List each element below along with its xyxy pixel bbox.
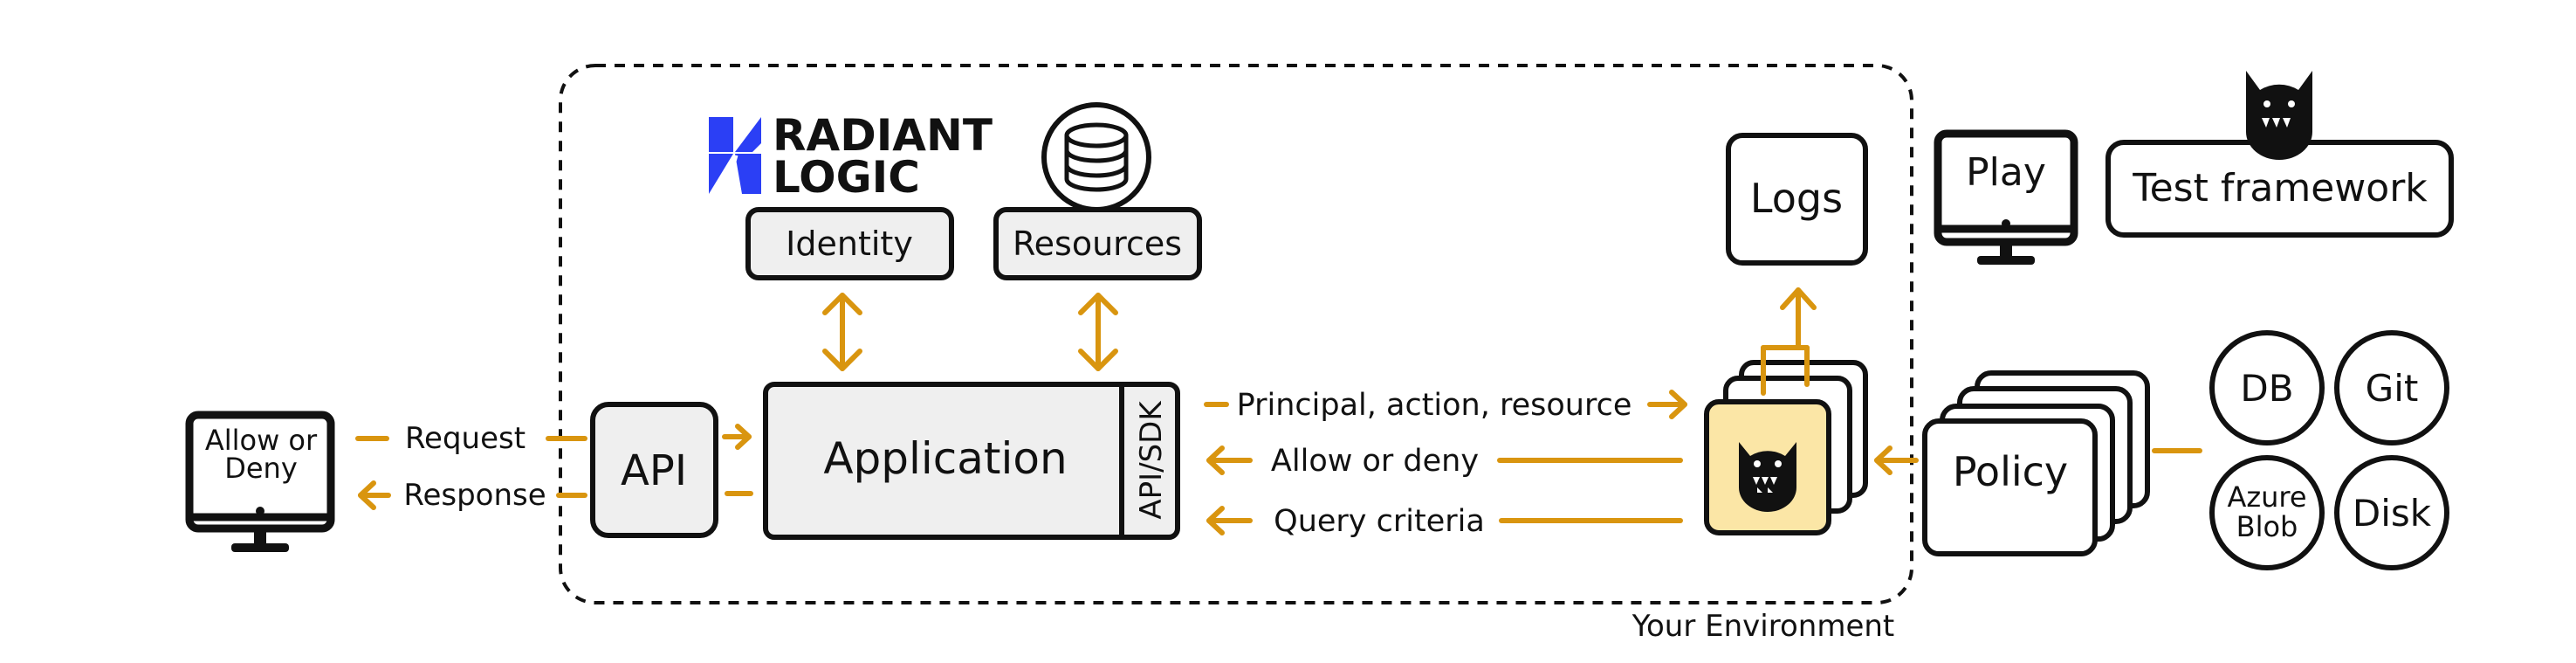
agent-stack <box>1704 360 1868 535</box>
svg-text:Logs: Logs <box>1750 175 1843 222</box>
radiant-logic-logo: RADIANT LOGIC <box>709 110 993 203</box>
svg-text:DB: DB <box>2240 367 2293 410</box>
git-node: Git <box>2334 330 2449 445</box>
svg-text:Disk: Disk <box>2353 492 2432 535</box>
client-line-1: Allow or <box>205 424 318 457</box>
application-box: Application API/SDK <box>763 382 1180 540</box>
monster-icon <box>2246 71 2312 160</box>
environment-boundary <box>559 64 1913 604</box>
policy-stack: Policy <box>1922 370 2150 556</box>
sdk-label: API/SDK <box>1134 400 1169 520</box>
resources-box: Resources <box>993 207 1202 280</box>
principal-edge: Principal, action, resource <box>1204 388 1687 423</box>
policy-agent-arrow <box>1874 445 1919 475</box>
disk-node: Disk <box>2334 455 2449 570</box>
azure-blob-node: Azure Blob <box>2209 455 2325 570</box>
identity-box: Identity <box>745 207 954 280</box>
svg-text:Policy: Policy <box>1953 448 2068 495</box>
agent-logs-arrow <box>1761 287 1817 396</box>
query-edge: Query criteria <box>1206 504 1683 539</box>
svg-text:Play: Play <box>1966 150 2046 195</box>
svg-text:Allow or deny: Allow or deny <box>1271 444 1479 479</box>
svg-text:Application: Application <box>823 433 1067 484</box>
svg-text:Request: Request <box>405 421 526 456</box>
api-app-arrows <box>722 424 753 496</box>
svg-text:Blob: Blob <box>2236 510 2298 543</box>
environment-label: Your Environment <box>1631 609 1895 644</box>
database-icon <box>1041 102 1151 212</box>
response-edge: Response <box>358 478 587 513</box>
svg-text:Git: Git <box>2366 367 2419 410</box>
svg-text:Query criteria: Query criteria <box>1274 504 1485 539</box>
play-monitor-icon: Play <box>1934 129 2078 265</box>
brand-line-2: LOGIC <box>773 152 920 203</box>
svg-text:API: API <box>621 446 687 495</box>
svg-text:Resources: Resources <box>1013 224 1182 263</box>
client-line-2: Deny <box>224 452 298 485</box>
svg-text:Test framework: Test framework <box>2132 166 2428 211</box>
api-box: API <box>590 402 718 538</box>
svg-text:Response: Response <box>403 478 546 513</box>
resources-app-arrow <box>1078 293 1118 371</box>
request-edge: Request <box>355 421 587 456</box>
svg-text:Azure: Azure <box>2227 480 2306 514</box>
brand-line-1: RADIANT <box>773 110 993 161</box>
client-monitor-icon: Allow or Deny <box>185 411 335 552</box>
db-node: DB <box>2209 330 2325 445</box>
monster-icon <box>1739 442 1796 512</box>
allow-deny-edge: Allow or deny <box>1206 444 1683 479</box>
test-framework-box: Test framework <box>2105 71 2454 238</box>
svg-text:Principal, action, resource: Principal, action, resource <box>1237 388 1632 423</box>
identity-app-arrow <box>822 293 862 371</box>
logs-box: Logs <box>1726 133 1868 266</box>
svg-text:Identity: Identity <box>786 224 913 263</box>
